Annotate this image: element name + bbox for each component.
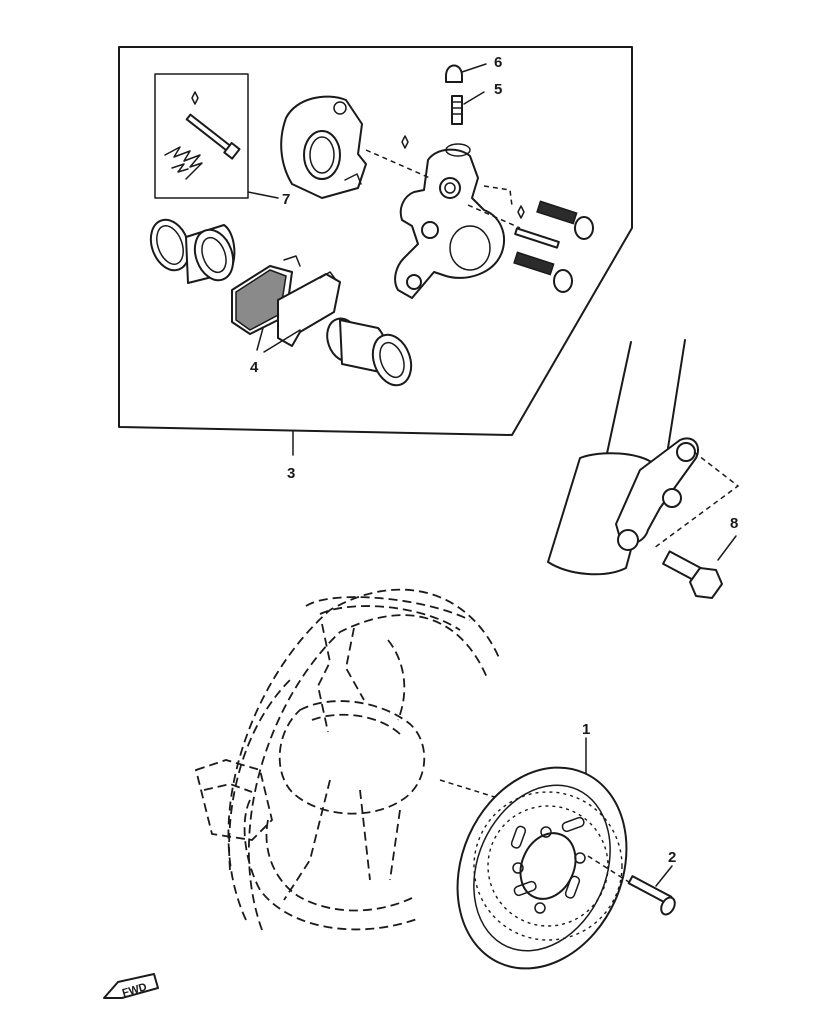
forward-direction-arrow: FWD [103, 973, 159, 1000]
caliper-body [394, 143, 505, 299]
brake-disc [456, 737, 628, 970]
callout-5: 5 [494, 81, 502, 98]
slide-pin [514, 227, 560, 249]
disc-vent-holes [473, 791, 623, 941]
brake-pads [231, 255, 341, 353]
callout-1: 1 [582, 721, 590, 738]
front-fork-leg [547, 339, 740, 576]
piston-right [326, 317, 413, 387]
caliper-bolt-upper [536, 200, 594, 240]
piston-left [149, 218, 236, 284]
callout-7: 7 [282, 191, 290, 208]
disc-bolt [587, 855, 676, 916]
callout-6: 6 [494, 54, 502, 71]
pad-pin-inset [154, 73, 279, 199]
callout-2: 2 [668, 849, 676, 866]
fork-mounting-bolt [662, 535, 737, 599]
wheel-phantom [194, 588, 531, 931]
callout-3: 3 [287, 465, 295, 482]
caliper-bolt-lower [513, 251, 573, 293]
caliper-assembly-frame [118, 46, 633, 456]
callout-8: 8 [730, 515, 738, 532]
bleed-cap [445, 63, 487, 83]
callout-4: 4 [250, 359, 259, 376]
bleed-screw [451, 91, 485, 125]
caliper-outer-half [280, 95, 367, 199]
